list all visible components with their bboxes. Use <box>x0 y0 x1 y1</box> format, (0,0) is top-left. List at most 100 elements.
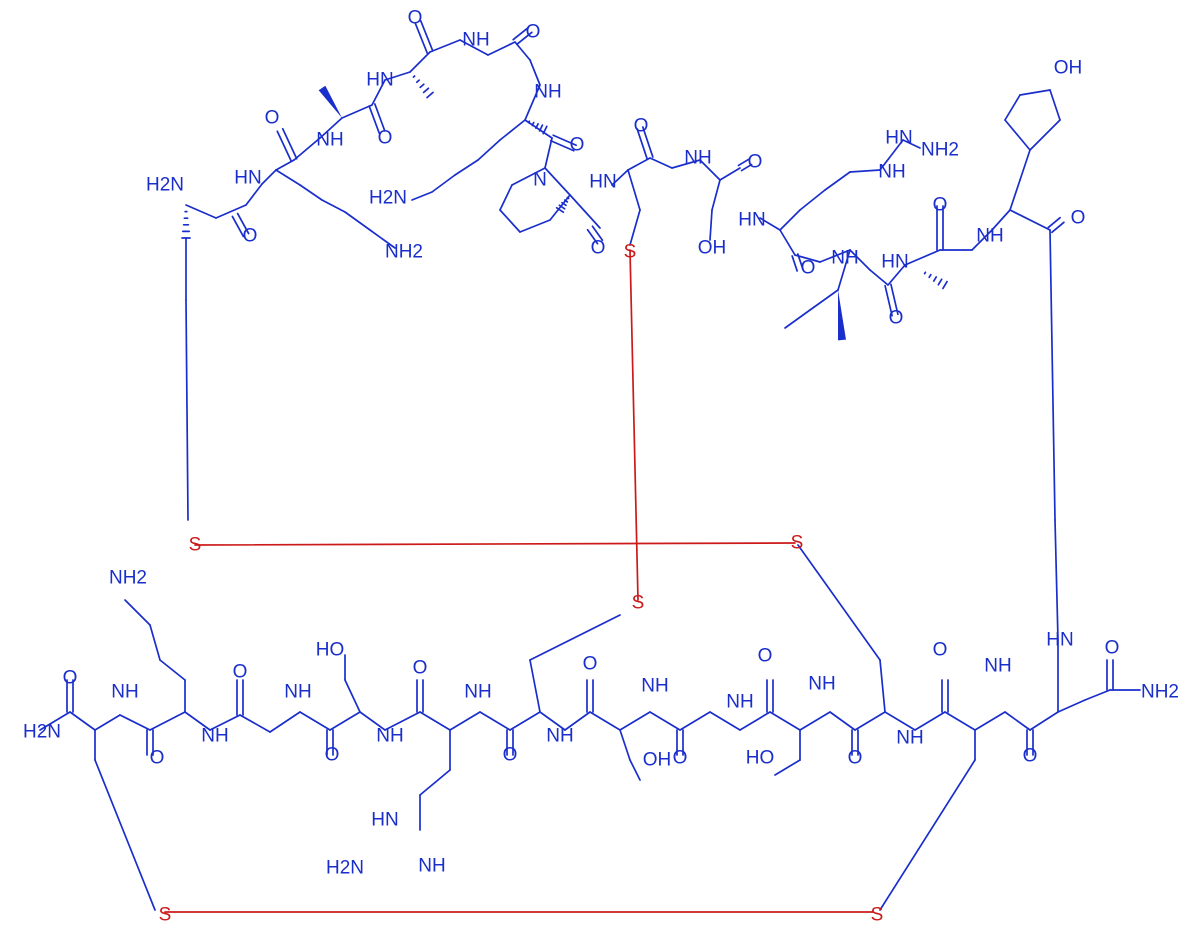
chain-bond <box>884 711 916 731</box>
atom-label-nh: NH <box>684 148 711 169</box>
chain-bond <box>879 659 886 713</box>
atom-label-o: O <box>378 128 393 149</box>
stereo-hash-bond <box>561 201 567 207</box>
chain-bond <box>384 71 411 81</box>
atom-label-nh: NH <box>111 682 138 703</box>
chain-bond <box>499 184 513 211</box>
atom-label-nh: NH <box>546 726 573 747</box>
atom-label-nh: NH <box>808 674 835 695</box>
chain-bond <box>215 204 247 219</box>
chain-bond <box>1029 711 1059 731</box>
chain-bond <box>261 169 277 185</box>
carbonyl-double-bond <box>1047 216 1061 229</box>
atom-label-o: O <box>63 668 78 689</box>
chain-bond <box>511 167 546 186</box>
chain-bond <box>759 217 781 231</box>
chain-bond <box>499 119 526 141</box>
chain-bond <box>709 209 713 241</box>
chain-bond <box>1054 519 1059 641</box>
carbonyl-double-bond <box>591 225 604 242</box>
atom-label-hn: HN <box>738 210 765 231</box>
chain-bond <box>797 544 881 661</box>
stereo-hash-bond <box>412 75 416 78</box>
stereo-hash-bond <box>563 199 569 203</box>
atom-label-o: O <box>408 8 423 29</box>
atom-label-nh2: NH2 <box>1141 682 1179 703</box>
carbonyl-double-bond <box>641 126 654 158</box>
chain-bond <box>569 194 601 229</box>
chain-bond <box>69 711 96 731</box>
chain-bond <box>529 614 621 661</box>
carbonyl-double-bond <box>276 130 293 163</box>
atom-label-hnimine: HN <box>885 128 912 149</box>
chain-bond <box>799 189 826 211</box>
carbonyl-double-bond <box>281 127 298 160</box>
chain-bond <box>854 711 886 731</box>
chain-bond <box>799 711 831 731</box>
atom-label-hn: HN <box>371 810 398 831</box>
atom-label-hn: HN <box>1046 630 1073 651</box>
stereo-hash-bond <box>426 91 434 99</box>
stereo-hash-bond <box>932 276 938 282</box>
chain-bond <box>431 174 456 193</box>
chain-bond <box>819 249 851 263</box>
atom-label-nh: NH <box>976 226 1003 247</box>
chain-bond <box>837 249 851 291</box>
chain-bond <box>544 137 553 169</box>
chain-bond <box>514 41 531 61</box>
atom-label-nh2: NH2 <box>921 140 959 161</box>
carbonyl-double-bond <box>737 158 750 167</box>
chain-bond <box>1019 89 1051 96</box>
chain-bond <box>329 711 361 731</box>
n-terminus-label: H2N <box>146 175 184 196</box>
chain-bond <box>419 711 451 731</box>
atom-label-nh: NH <box>464 682 491 703</box>
chain-bond <box>487 41 516 56</box>
chain-bond <box>124 599 151 626</box>
carbonyl-double-bond <box>549 139 575 152</box>
atom-label-nh: NH <box>984 656 1011 677</box>
chain-bond <box>319 117 343 139</box>
atom-label-h2n: H2N <box>369 188 407 209</box>
chain-bond <box>1049 89 1061 121</box>
chain-bond <box>971 229 993 251</box>
chain-bond <box>627 169 641 211</box>
atom-label-o: O <box>570 135 585 156</box>
chain-bond <box>829 711 856 731</box>
chain-bond <box>544 167 571 196</box>
atom-label-o: O <box>933 195 948 216</box>
atom-label-o: O <box>748 152 763 173</box>
atom-label-o: O <box>634 116 649 137</box>
atom-label-nh: NH <box>878 162 905 183</box>
chain-bond <box>209 714 241 731</box>
atom-label-nh: NH <box>418 856 445 877</box>
chain-bond <box>619 711 651 731</box>
chain-bond <box>849 169 881 173</box>
chain-bond <box>384 711 421 731</box>
bond-lines <box>39 20 1141 911</box>
atom-label-oh: OH <box>643 750 672 771</box>
stereo-hash-bond <box>415 79 421 84</box>
chain-bond <box>619 729 631 761</box>
stereo-hash-bond <box>558 204 566 210</box>
atom-label-o: O <box>1105 638 1120 659</box>
chain-bond <box>711 179 721 211</box>
chain-bond <box>299 711 331 731</box>
chain-bond <box>824 171 851 191</box>
chain-bond <box>1009 179 1021 211</box>
chain-bond <box>519 219 551 233</box>
atom-label-n: N <box>533 170 547 191</box>
chain-bond <box>784 309 811 329</box>
chain-bond <box>564 711 591 731</box>
chain-bond <box>879 759 976 911</box>
chain-bond <box>293 137 321 161</box>
chain-bond <box>904 249 941 266</box>
disulfide-bonds <box>164 249 874 913</box>
chain-bond <box>649 711 681 731</box>
carbonyl-double-bond <box>796 253 804 270</box>
chain-bond <box>429 39 461 53</box>
chain-bond <box>649 157 673 169</box>
chain-bond <box>1084 689 1111 701</box>
carbonyl-double-bond <box>740 163 753 172</box>
